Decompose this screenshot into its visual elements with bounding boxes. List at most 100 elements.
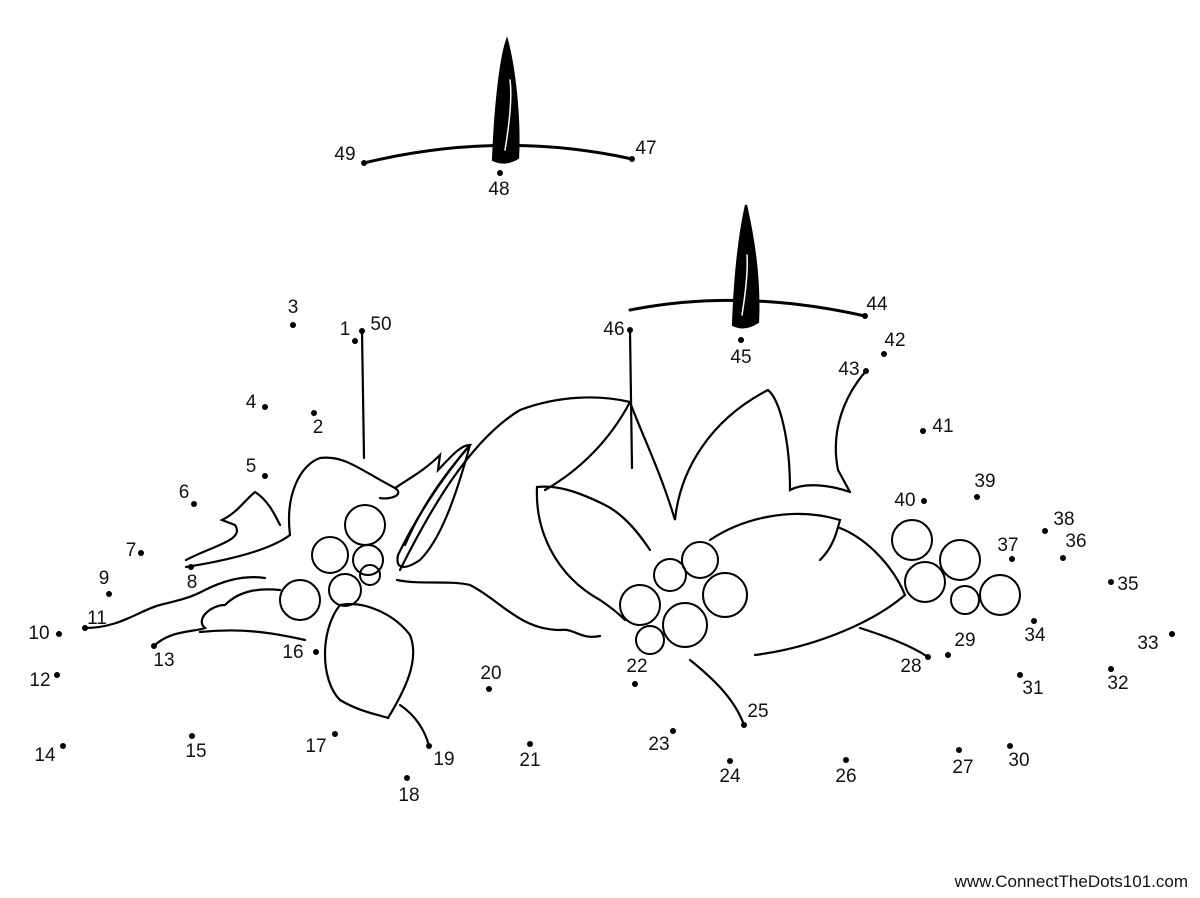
dot-36 — [1060, 555, 1066, 561]
dot-28 — [925, 654, 931, 660]
dot-label-14: 14 — [34, 745, 56, 766]
dot-label-29: 29 — [954, 630, 976, 651]
dot-label-48: 48 — [488, 179, 510, 200]
dot-label-1: 1 — [339, 319, 351, 340]
dot-49 — [361, 160, 367, 166]
dot-7 — [138, 550, 144, 556]
dot-37 — [1009, 556, 1015, 562]
dot-label-17: 17 — [305, 736, 327, 757]
dot-label-4: 4 — [245, 392, 257, 413]
dot-label-34: 34 — [1024, 625, 1046, 646]
dot-label-30: 30 — [1008, 750, 1030, 771]
dot-13 — [151, 643, 157, 649]
dot-48 — [497, 170, 503, 176]
dot-label-16: 16 — [282, 642, 304, 663]
dot-44 — [862, 313, 868, 319]
dot-2 — [311, 410, 317, 416]
dot-label-36: 36 — [1065, 531, 1087, 552]
dot-label-3: 3 — [287, 297, 299, 318]
dot-8 — [188, 564, 194, 570]
dot-30 — [1007, 743, 1013, 749]
flame-left-icon — [491, 36, 520, 164]
dot-label-50: 50 — [370, 314, 392, 335]
dot-23 — [670, 728, 676, 734]
dot-label-49: 49 — [334, 144, 356, 165]
flame-right-icon — [731, 204, 760, 329]
dot-43 — [863, 368, 869, 374]
dot-15 — [189, 733, 195, 739]
dot-40 — [921, 498, 927, 504]
dot-17 — [332, 731, 338, 737]
dot-label-5: 5 — [245, 456, 257, 477]
flower-cluster-right — [891, 519, 1021, 616]
dot-12 — [54, 672, 60, 678]
dot-label-19: 19 — [433, 749, 455, 770]
dot-label-32: 32 — [1107, 673, 1129, 694]
dot-46 — [627, 327, 633, 333]
dot-label-39: 39 — [974, 471, 996, 492]
flower-cluster-middle — [619, 541, 748, 655]
dot-label-9: 9 — [98, 568, 110, 589]
dot-47 — [629, 156, 635, 162]
dot-25 — [741, 722, 747, 728]
dot-label-37: 37 — [997, 535, 1019, 556]
dot-label-28: 28 — [900, 656, 922, 677]
dot-10 — [56, 631, 62, 637]
dot-label-26: 26 — [835, 766, 857, 787]
dot-41 — [920, 428, 926, 434]
dot-35 — [1108, 579, 1114, 585]
dot-label-27: 27 — [952, 757, 974, 778]
dot-26 — [843, 757, 849, 763]
dot-42 — [881, 351, 887, 357]
dot-label-25: 25 — [747, 701, 769, 722]
dot-22 — [632, 681, 638, 687]
dot-4 — [262, 404, 268, 410]
dot-label-45: 45 — [730, 347, 752, 368]
dot-label-47: 47 — [635, 138, 657, 159]
dot-label-24: 24 — [719, 766, 741, 787]
dot-45 — [738, 337, 744, 343]
dot-label-20: 20 — [480, 663, 502, 684]
dot-label-13: 13 — [153, 650, 175, 671]
dot-5 — [262, 473, 268, 479]
dot-label-44: 44 — [866, 294, 888, 315]
dot-label-11: 11 — [87, 608, 107, 629]
dot-39 — [974, 494, 980, 500]
dot-label-40: 40 — [894, 490, 916, 511]
dot-19 — [426, 743, 432, 749]
dot-20 — [486, 686, 492, 692]
dot-label-43: 43 — [838, 359, 860, 380]
dot-label-33: 33 — [1137, 633, 1159, 654]
dot-label-38: 38 — [1053, 509, 1075, 530]
dot-label-18: 18 — [398, 785, 420, 806]
dot-11 — [82, 625, 88, 631]
dot-label-12: 12 — [29, 670, 51, 691]
dot-31 — [1017, 672, 1023, 678]
dot-21 — [527, 741, 533, 747]
dot-label-41: 41 — [932, 416, 954, 437]
dot-label-15: 15 — [185, 741, 207, 762]
dot-24 — [727, 758, 733, 764]
dot-label-22: 22 — [626, 656, 648, 677]
dot-label-2: 2 — [312, 417, 324, 438]
dot-label-8: 8 — [186, 572, 198, 593]
footer-url: www.ConnectTheDots101.com — [954, 872, 1188, 891]
dot-label-46: 46 — [603, 319, 625, 340]
dot-label-7: 7 — [125, 540, 137, 561]
dot-label-6: 6 — [178, 482, 190, 503]
dot-label-31: 31 — [1022, 678, 1044, 699]
dot-27 — [956, 747, 962, 753]
dot-label-35: 35 — [1117, 574, 1139, 595]
dot-1 — [352, 338, 358, 344]
dot-label-10: 10 — [28, 623, 50, 644]
dot-32 — [1108, 666, 1114, 672]
dot-label-23: 23 — [648, 734, 670, 755]
dot-34 — [1031, 618, 1037, 624]
dot-9 — [106, 591, 112, 597]
dot-33 — [1169, 631, 1175, 637]
dot-label-42: 42 — [884, 330, 906, 351]
dot-38 — [1042, 528, 1048, 534]
dot-18 — [404, 775, 410, 781]
